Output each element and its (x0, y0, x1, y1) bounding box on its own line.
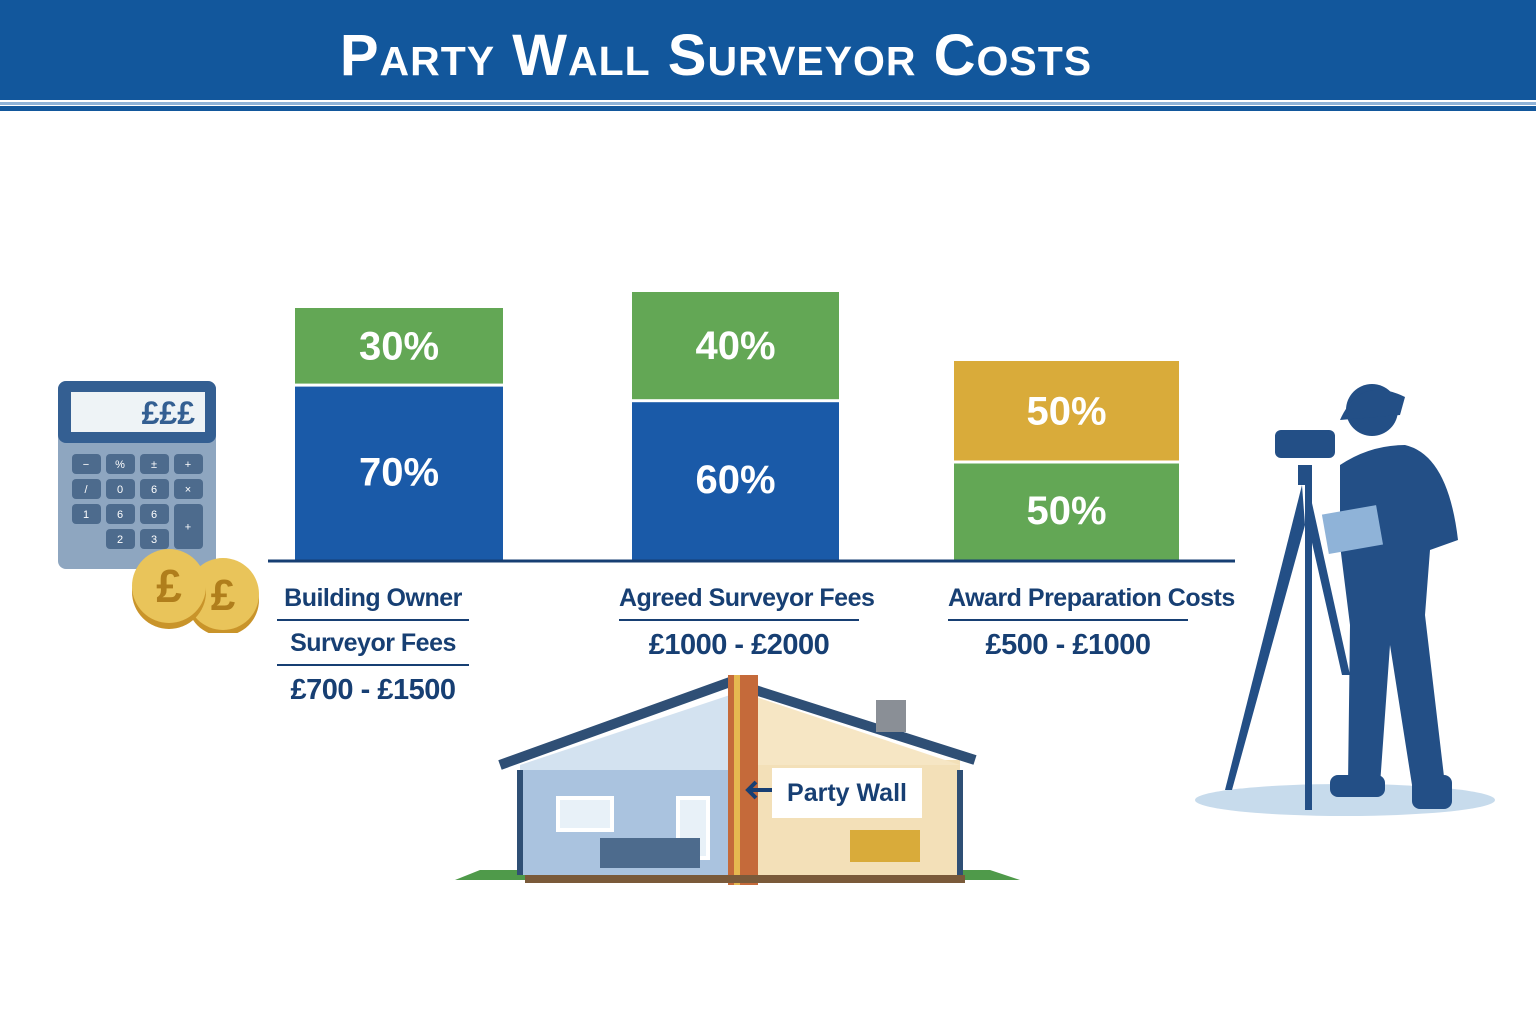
category-label: Award Preparation Costs £500 - £1000 (918, 584, 1235, 662)
calculator-key (140, 479, 169, 499)
bar-segment (954, 463, 1179, 560)
category-label-line: Building Owner (277, 584, 469, 621)
bar-data-label: 50% (1026, 389, 1106, 433)
surveyor-silhouette (1195, 384, 1495, 816)
cost-range: £1000 - £2000 (648, 629, 830, 661)
calculator-key (174, 504, 203, 549)
party-wall-label: Party Wall (772, 768, 922, 818)
calculator-key-label: × (185, 484, 191, 496)
coin-pound-icon: £ (211, 571, 236, 620)
category-label-line: Award Preparation Costs (948, 584, 1235, 621)
calculator-key-label: 1 (83, 509, 89, 521)
calculator-key-label: 2 (117, 534, 123, 546)
bar-segment (632, 402, 839, 560)
bar-segment (954, 361, 1179, 461)
cost-range: £500 - £1000 (985, 629, 1151, 661)
calculator-key (72, 479, 101, 499)
header-stripe (0, 106, 1536, 111)
calculator-icon: £££ −% ± + / 0 6 × 1 6 6 +2 3 £ £ (58, 381, 259, 633)
bar-segment (295, 308, 503, 384)
calculator-key-label: 6 (151, 509, 157, 521)
bar-data-label: 70% (359, 450, 439, 494)
calculator-key (72, 504, 101, 524)
calculator-key-label: + (185, 522, 191, 534)
bar-segment (295, 386, 503, 560)
coin-pound-icon: £ (156, 560, 182, 612)
calculator-key-label: − (83, 459, 89, 471)
category-label: Agreed Surveyor Fees £1000 - £2000 (589, 584, 889, 662)
calculator-key (140, 529, 169, 549)
category-label-line: Surveyor Fees (277, 629, 469, 666)
calculator-key (72, 454, 101, 474)
house-illustration (455, 675, 1020, 885)
category-label-line: Agreed Surveyor Fees (619, 584, 875, 621)
calculator-key-label: + (185, 459, 191, 471)
calculator-key (140, 504, 169, 524)
calculator-key-label: ± (151, 459, 157, 471)
header-stripe (0, 102, 1536, 105)
bar-data-label: 50% (1026, 489, 1106, 533)
bar-segment (632, 292, 839, 400)
calculator-key (140, 454, 169, 474)
bar-data-label: 60% (695, 458, 775, 502)
calculator-key (174, 454, 203, 474)
bar-data-label: 30% (359, 324, 439, 368)
calculator-key-label: 6 (117, 509, 123, 521)
calculator-key-label: 0 (117, 484, 123, 496)
calculator-key-label: 3 (151, 534, 157, 546)
page-title: Party Wall Surveyor Costs (339, 23, 1093, 88)
bar-data-label: 40% (695, 324, 775, 368)
calculator-key (106, 504, 135, 524)
cost-range: £700 - £1500 (290, 674, 456, 706)
calculator-key (174, 479, 203, 499)
calculator-key (106, 454, 135, 474)
header-banner: Party Wall Surveyor Costs (0, 0, 1536, 111)
calculator-key-label: / (84, 484, 88, 496)
calculator-display: £££ (142, 395, 196, 431)
calculator-key (106, 529, 135, 549)
calculator-key-label: % (115, 459, 125, 471)
calculator-key (106, 479, 135, 499)
calculator-key-label: 6 (151, 484, 157, 496)
